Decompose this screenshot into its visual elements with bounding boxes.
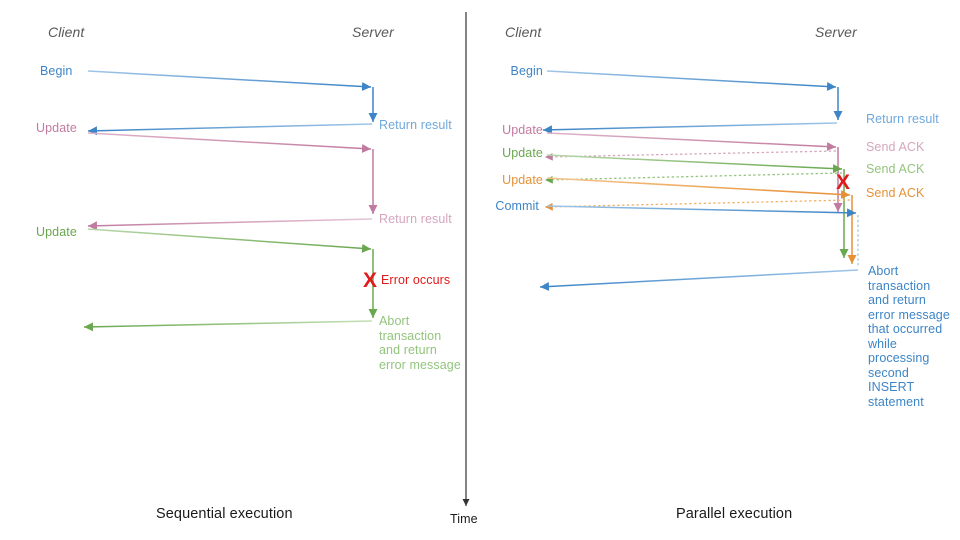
label-update-3-parallel: Update	[502, 173, 543, 187]
arrow-begin-request	[87, 70, 372, 91]
label-error-occurs-sequential: Error occurs	[381, 273, 451, 287]
label-return-result-2-sequential: Return result	[379, 212, 452, 226]
arrow-abort-return-parallel	[539, 269, 859, 292]
arrow-update-2-request-parallel	[546, 154, 843, 174]
label-return-result-parallel: Return result	[866, 112, 939, 126]
arrow-send-ack-1	[544, 150, 837, 161]
label-send-ack-1: Send ACK	[866, 140, 925, 154]
label-send-ack-3: Send ACK	[866, 186, 925, 200]
arrow-abort-return-sequential	[83, 320, 373, 332]
error-x-icon-sequential: X	[363, 269, 378, 292]
actor-server-parallel: Server	[815, 24, 857, 40]
caption-sequential: Sequential execution	[156, 506, 293, 522]
panel-sequential-arrows	[83, 70, 378, 332]
label-return-result-1-sequential: Return result	[379, 118, 452, 132]
actor-client-sequential: Client	[48, 24, 85, 40]
label-abort-message-parallel: Abort transaction and return error messa…	[868, 264, 950, 409]
caption-parallel: Parallel execution	[676, 506, 793, 522]
arrow-update-1-request-parallel	[546, 132, 837, 152]
label-update-1-parallel: Update	[502, 123, 543, 137]
arrow-return-result-parallel	[542, 122, 838, 135]
label-begin-parallel: Begin	[510, 64, 543, 78]
arrow-commit-request	[546, 205, 857, 218]
label-update-2-sequential: Update	[36, 225, 77, 239]
arrow-send-ack-3	[544, 199, 851, 211]
arrow-return-result-1	[87, 123, 373, 136]
arrow-send-ack-2	[544, 172, 843, 184]
arrow-return-result-2	[87, 218, 373, 231]
panel-parallel-arrows	[539, 70, 859, 292]
label-commit-parallel: Commit	[495, 199, 539, 213]
error-x-icon-parallel: X	[836, 171, 851, 194]
actor-server-sequential: Server	[352, 24, 394, 40]
label-update-1-sequential: Update	[36, 121, 77, 135]
label-begin-sequential: Begin	[40, 64, 73, 78]
arrow-update-1-request	[87, 132, 372, 153]
label-abort-message-sequential: Abort transaction and return error messa…	[379, 314, 461, 372]
arrow-update-3-request-parallel	[546, 177, 851, 199]
label-send-ack-2: Send ACK	[866, 162, 925, 176]
time-axis-label: Time	[450, 512, 478, 526]
arrow-update-2-request	[87, 228, 372, 253]
arrow-begin-request-parallel	[546, 70, 837, 91]
actor-client-parallel: Client	[505, 24, 542, 40]
label-update-2-parallel: Update	[502, 146, 543, 160]
